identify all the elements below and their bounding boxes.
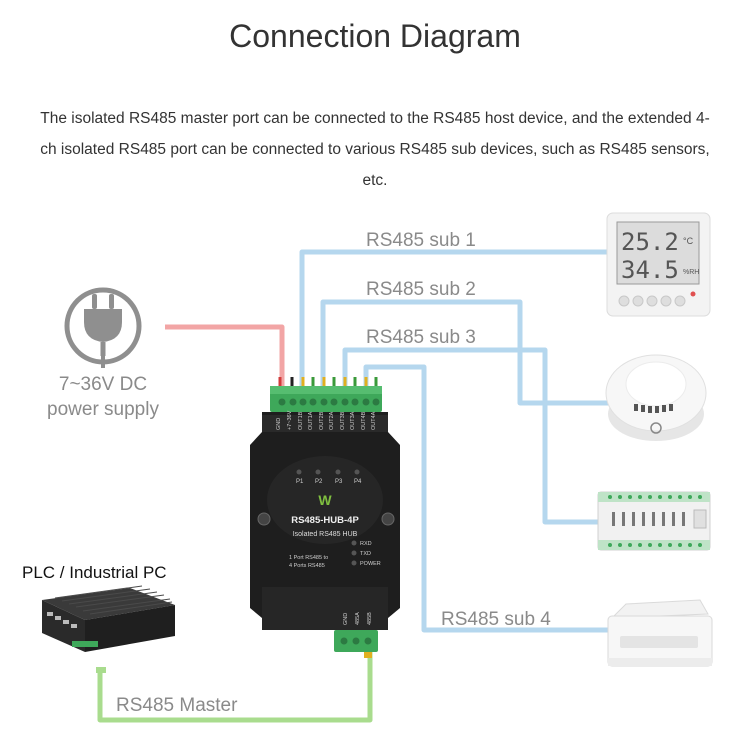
sub-2-wire (320, 299, 610, 406)
mount-screw (381, 512, 395, 526)
temp-reading: 25.2 (621, 228, 679, 256)
printer (607, 599, 713, 667)
power-wire (165, 324, 285, 387)
status-led-label: TXD (360, 551, 371, 557)
top-terminal-block (270, 377, 382, 412)
device-button (646, 295, 658, 307)
status-led-label: POWER (360, 561, 381, 567)
port-led-label: P3 (335, 479, 343, 485)
port-led (335, 469, 341, 475)
port-led (315, 469, 321, 475)
port-led (296, 469, 302, 475)
hub-note-line2: 4 Ports RS485 (289, 563, 325, 569)
device-button (674, 295, 686, 307)
hub-face-panel (267, 456, 383, 544)
device-button (632, 295, 644, 307)
sub-3-label: RS485 sub 3 (366, 327, 476, 348)
description-line: etc. (362, 172, 388, 189)
mount-screw (257, 512, 271, 526)
description-line: ch isolated RS485 port can be connected … (40, 141, 710, 158)
sub-1-label: RS485 sub 1 (366, 230, 476, 251)
status-led (351, 550, 357, 556)
port-led-label: P1 (296, 479, 304, 485)
sub-1-wire (299, 249, 608, 386)
brand-logo: W (318, 492, 332, 508)
power-supply: 7~36V DC power supply (47, 287, 159, 420)
relay-module (597, 491, 711, 551)
wires (97, 249, 610, 723)
thermo-hygrometer: 25.2 °C 34.5 %RH (606, 212, 711, 317)
power-icon (650, 422, 662, 434)
page-title: Connection Diagram (229, 18, 521, 54)
pin-label: OUT4B (361, 411, 367, 430)
industrial-pc-icon (42, 585, 175, 673)
power-plug-icon (64, 287, 142, 368)
top-pin-labels: GND +7~36V OUT1B OUT1A OUT2B OUT2A OUT3B… (276, 410, 377, 430)
sub-2-label: RS485 sub 2 (366, 279, 476, 300)
pin-label: OUT4A (371, 411, 377, 430)
description-line: The isolated RS485 master port can be co… (40, 110, 710, 127)
device-button (618, 295, 630, 307)
power-label-line2: power supply (47, 399, 159, 420)
pin-label: OUT1B (298, 411, 304, 430)
pin-label: OUT2A (329, 411, 335, 430)
status-led (351, 560, 357, 566)
bottom-terminal-block (334, 630, 378, 658)
status-led-label: RXD (360, 541, 372, 547)
status-led (351, 540, 357, 546)
master-wire (97, 650, 373, 723)
description: The isolated RS485 master port can be co… (0, 103, 750, 196)
sub-4-label: RS485 sub 4 (441, 609, 551, 630)
device-button (660, 295, 672, 307)
hub-model: RS485-HUB-4P (291, 515, 359, 526)
master-label: RS485 Master (116, 695, 238, 716)
port-led-label: P4 (354, 479, 362, 485)
rs485-hub: GND +7~36V OUT1B OUT1A OUT2B OUT2A OUT3B… (250, 377, 400, 658)
status-leds: RXD TXD POWER (351, 540, 381, 567)
smoke-detector (605, 354, 707, 441)
pin-label: OUT1A (308, 411, 314, 430)
hub-subtitle: Isolated RS485 HUB (293, 531, 358, 538)
pin-label: OUT3A (350, 411, 356, 430)
port-led-label: P2 (315, 479, 323, 485)
bottom-pin-labels: GND 485A 485B (343, 612, 373, 625)
hum-unit: %RH (683, 269, 699, 276)
pin-label: GND (276, 418, 282, 430)
sub-3-wire (342, 347, 598, 525)
pin-label: GND (343, 613, 349, 625)
pin-label: OUT2B (319, 411, 325, 430)
hub-note-line1: 1 Port RS485 to (289, 555, 328, 561)
port-leds: P1 P2 P3 P4 (296, 469, 362, 485)
pin-label: 485A (355, 612, 361, 625)
sub-4-wire (363, 364, 608, 633)
pin-label: +7~36V (287, 410, 293, 430)
pin-label: OUT3B (340, 411, 346, 430)
power-label-line1: 7~36V DC (59, 374, 147, 395)
temp-unit: °C (683, 236, 694, 246)
port-led (354, 469, 360, 475)
pin-label: 485B (367, 612, 373, 625)
hum-reading: 34.5 (621, 256, 679, 284)
plc-label: PLC / Industrial PC (22, 563, 167, 582)
indicator-dot (690, 291, 696, 297)
